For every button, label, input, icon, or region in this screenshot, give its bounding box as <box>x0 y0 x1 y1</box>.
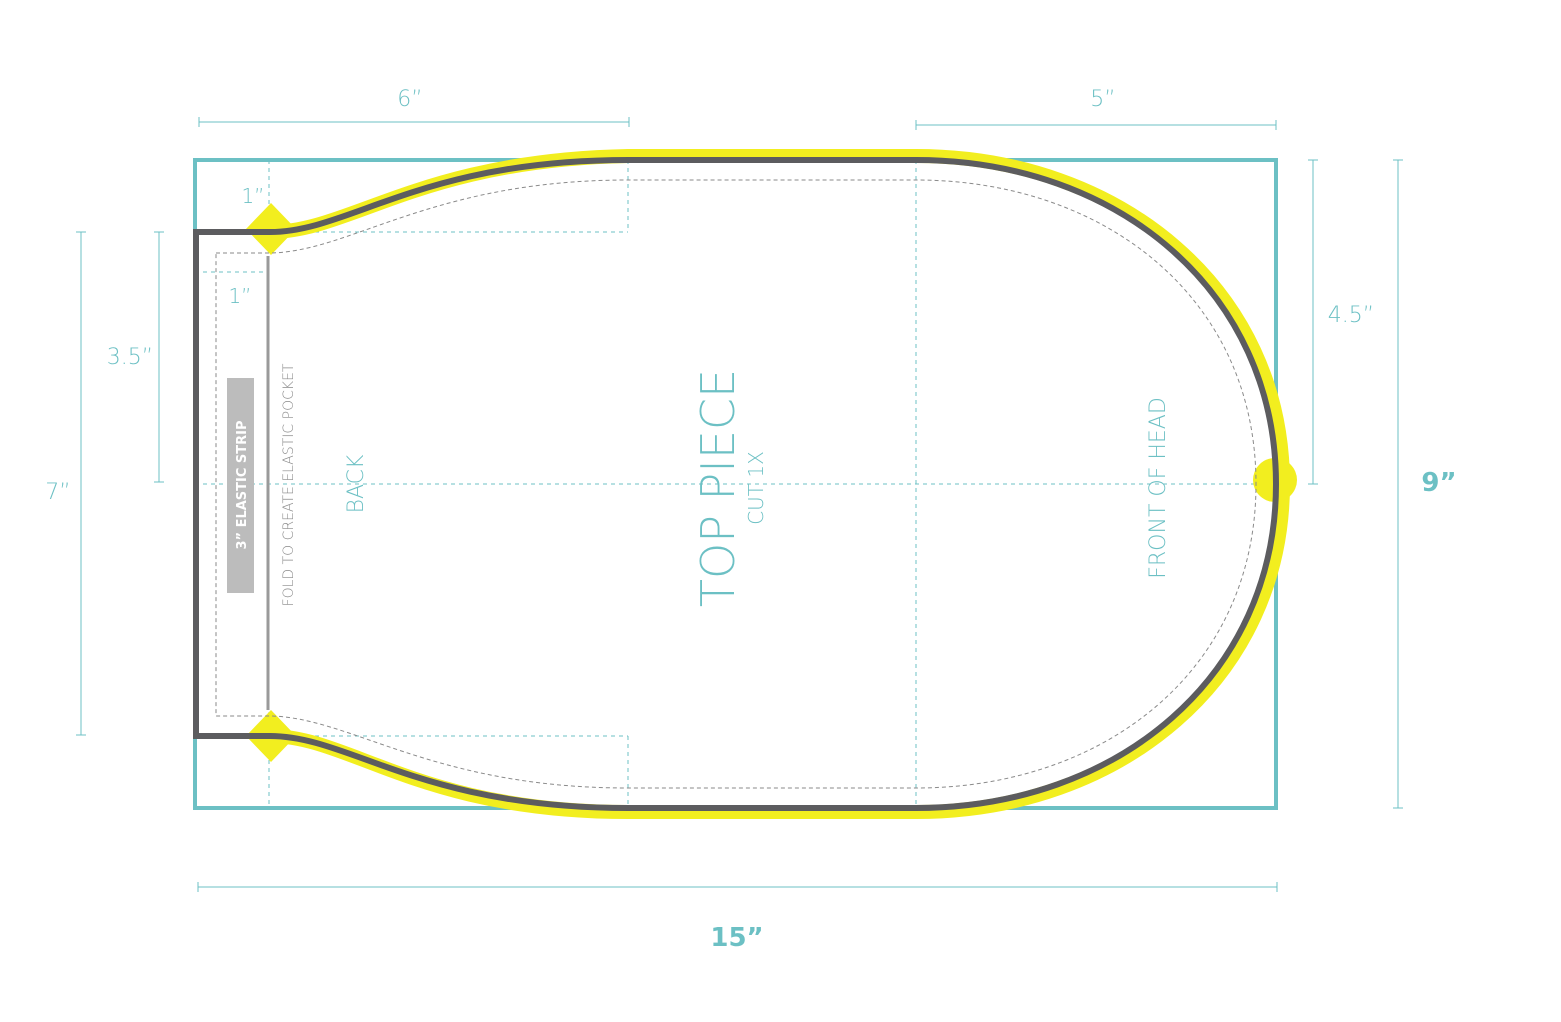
dim-top-right: 5” <box>1090 87 1115 112</box>
dim-left-outer: 7” <box>45 480 70 505</box>
piece-subtitle: CUT 1X <box>744 451 768 525</box>
elastic-strip <box>227 378 254 593</box>
back-label: BACK <box>344 454 369 513</box>
dimension-lines <box>76 117 1403 892</box>
elastic-strip-label: 3” ELASTIC STRIP <box>235 420 250 549</box>
dim-corner-inner: 1” <box>228 284 251 308</box>
sewing-line <box>215 179 1257 789</box>
dim-corner-top: 1” <box>241 184 264 208</box>
dim-left-inner: 3.5” <box>107 345 153 370</box>
dim-top-left: 6” <box>397 87 422 112</box>
piece-title: TOP PIECE <box>691 369 745 607</box>
cut-line <box>193 157 1280 811</box>
dim-total-height: 9” <box>1421 468 1456 498</box>
dim-right-inner: 4.5” <box>1328 303 1374 328</box>
fold-note-label: FOLD TO CREATE ELASTIC POCKET <box>281 363 297 606</box>
dim-total-width: 15” <box>710 923 763 953</box>
front-label: FRONT OF HEAD <box>1146 397 1171 579</box>
